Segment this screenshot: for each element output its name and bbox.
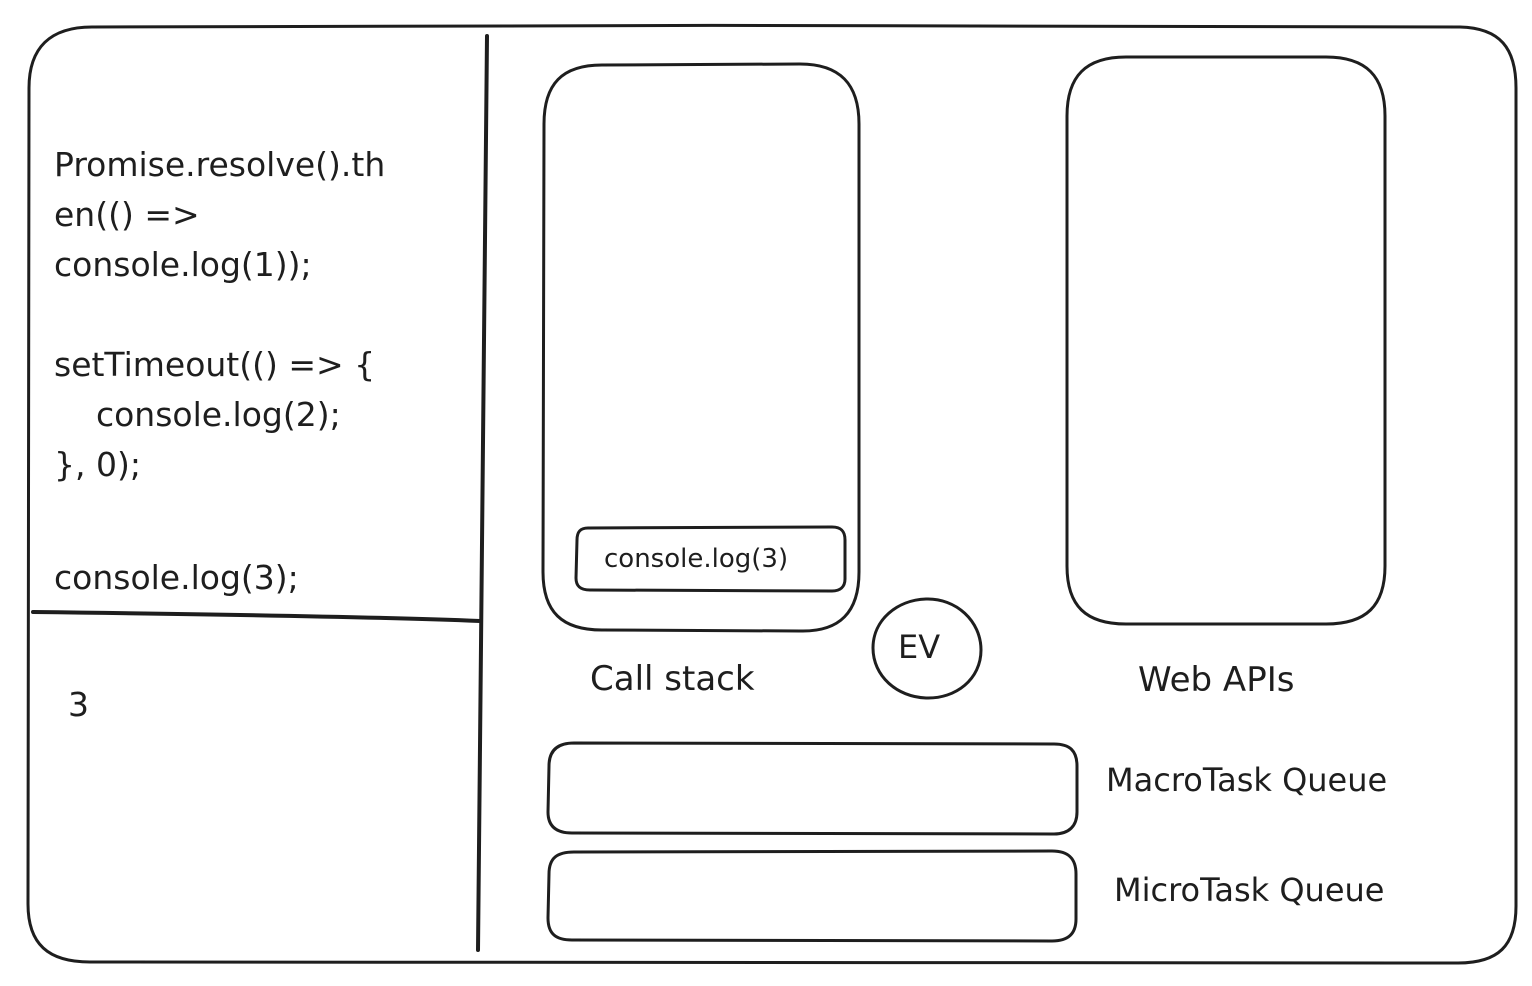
web-apis-box <box>1065 55 1387 626</box>
code-line: }, 0); <box>54 445 141 484</box>
web-apis-label: Web APIs <box>1138 660 1295 700</box>
event-loop-circle <box>871 597 983 700</box>
call-stack-frame-label: console.log(3) <box>604 544 789 574</box>
code-line: console.log(3); <box>54 558 299 597</box>
outer-frame <box>26 23 1518 965</box>
microtask-queue-box <box>546 849 1078 943</box>
code-line: Promise.resolve().th <box>54 145 386 184</box>
code-line: en(() => <box>54 195 200 234</box>
macrotask-queue-label: MacroTask Queue <box>1106 761 1388 799</box>
vertical-divider <box>476 34 489 952</box>
code-line: console.log(2); <box>54 395 341 434</box>
horizontal-divider <box>31 610 482 623</box>
code-line: setTimeout(() => { <box>54 345 376 384</box>
code-line: console.log(1)); <box>54 245 312 284</box>
call-stack-frame-box <box>574 525 847 593</box>
event-loop-label: EV <box>898 628 941 666</box>
console-output: 3 <box>68 685 89 724</box>
macrotask-queue-box <box>546 741 1079 836</box>
call-stack-label: Call stack <box>590 659 755 699</box>
microtask-queue-label: MicroTask Queue <box>1114 871 1385 909</box>
call-stack-box <box>541 62 861 633</box>
